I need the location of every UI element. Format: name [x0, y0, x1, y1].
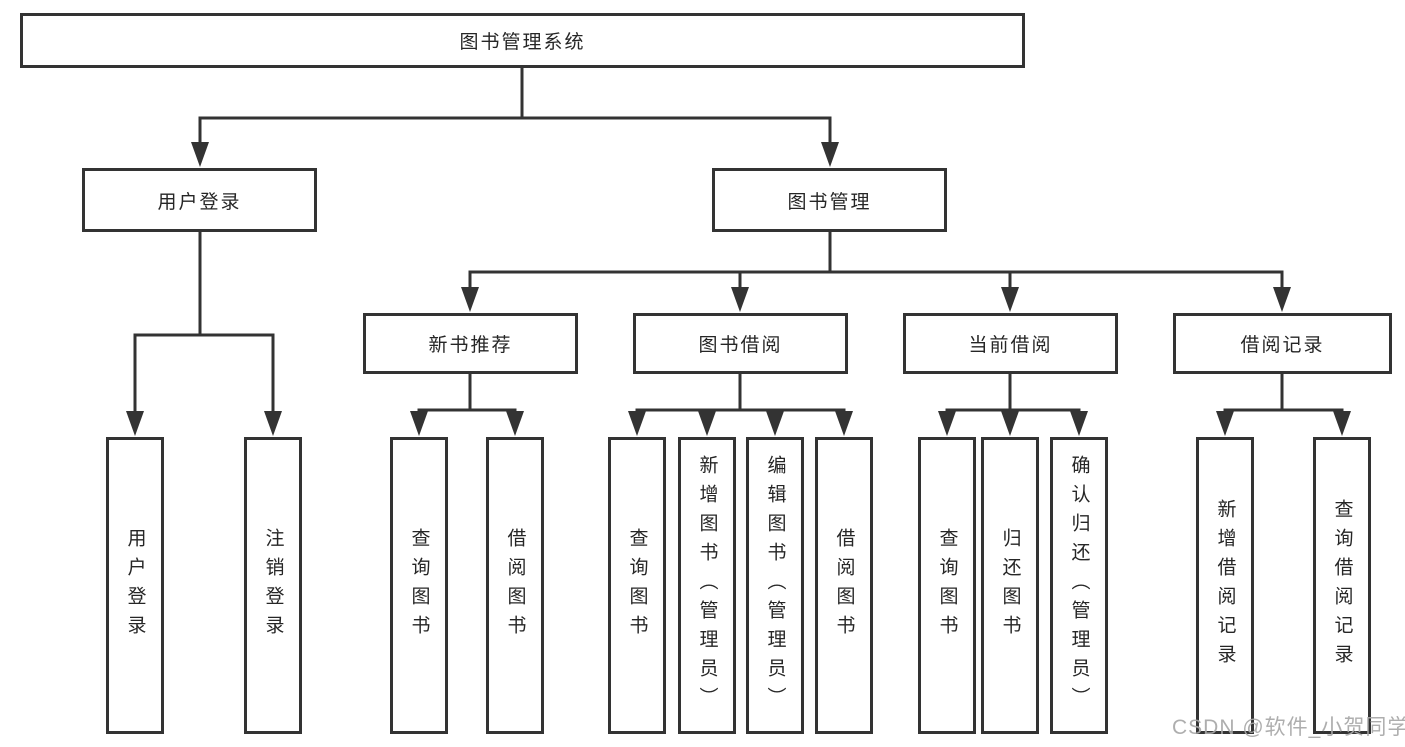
arrowhead-icon: [698, 411, 716, 436]
node-user-login-label: 用户登录: [157, 191, 242, 213]
leaf-user-login-label: 用户登录: [124, 527, 146, 644]
leaf-query-books-recommend: 查询图书: [390, 437, 448, 734]
leaf-borrow-books-recommend-label: 借阅图书: [504, 527, 526, 644]
leaf-query-borrow-record-label: 查询借阅记录: [1331, 498, 1353, 673]
node-root-system-label: 图书管理系统: [459, 32, 586, 53]
leaf-query-books-recommend-label: 查询图书: [408, 527, 430, 644]
arrowhead-icon: [410, 411, 428, 436]
node-book-management-label: 图书管理: [787, 191, 872, 213]
node-book-borrowing: 图书借阅: [633, 313, 848, 374]
node-borrowing-records: 借阅记录: [1173, 313, 1392, 374]
leaf-add-borrow-record: 新增借阅记录: [1196, 437, 1254, 734]
node-current-borrowing-label: 当前借阅: [968, 335, 1053, 356]
leaf-query-books-borrowing: 查询图书: [608, 437, 666, 734]
arrowhead-icon: [938, 411, 956, 436]
node-user-login: 用户登录: [82, 168, 317, 232]
leaf-edit-book-admin-label: 编辑图书（管理员）: [764, 455, 786, 716]
arrowhead-icon: [1273, 287, 1291, 312]
leaf-add-borrow-record-label: 新增借阅记录: [1214, 498, 1236, 673]
arrowhead-icon: [821, 142, 839, 167]
node-current-borrowing: 当前借阅: [903, 313, 1118, 374]
node-new-book-recommend-label: 新书推荐: [428, 335, 513, 356]
leaf-add-book-admin: 新增图书（管理员）: [678, 437, 736, 734]
leaf-confirm-return-admin-label: 确认归还（管理员）: [1068, 455, 1090, 716]
arrowhead-icon: [264, 411, 282, 436]
csdn-watermark: CSDN @软件_小贺同学: [1172, 716, 1405, 739]
leaf-query-books-current-label: 查询图书: [936, 527, 958, 644]
leaf-borrow-books-recommend: 借阅图书: [486, 437, 544, 734]
arrowhead-icon: [191, 142, 209, 167]
node-borrowing-records-label: 借阅记录: [1240, 335, 1325, 356]
arrowhead-icon: [126, 411, 144, 436]
arrowhead-icon: [835, 411, 853, 436]
node-new-book-recommend: 新书推荐: [363, 313, 578, 374]
arrowhead-icon: [1333, 411, 1351, 436]
leaf-query-borrow-record: 查询借阅记录: [1313, 437, 1371, 734]
leaf-borrow-books-borrowing-label: 借阅图书: [833, 527, 855, 644]
leaf-edit-book-admin: 编辑图书（管理员）: [746, 437, 804, 734]
leaf-query-books-borrowing-label: 查询图书: [626, 527, 648, 644]
leaf-logout: 注销登录: [244, 437, 302, 734]
leaf-user-login: 用户登录: [106, 437, 164, 734]
arrowhead-icon: [1070, 411, 1088, 436]
leaf-return-books-label: 归还图书: [999, 527, 1021, 644]
arrowhead-icon: [628, 411, 646, 436]
leaf-logout-label: 注销登录: [262, 527, 284, 644]
leaf-confirm-return-admin: 确认归还（管理员）: [1050, 437, 1108, 734]
arrowhead-icon: [1001, 287, 1019, 312]
arrowhead-icon: [506, 411, 524, 436]
arrowhead-icon: [1216, 411, 1234, 436]
node-book-management: 图书管理: [712, 168, 947, 232]
node-root-system: 图书管理系统: [20, 13, 1025, 68]
leaf-query-books-current: 查询图书: [918, 437, 976, 734]
arrowhead-icon: [461, 287, 479, 312]
node-book-borrowing-label: 图书借阅: [698, 335, 783, 356]
arrowhead-icon: [1001, 411, 1019, 436]
leaf-borrow-books-borrowing: 借阅图书: [815, 437, 873, 734]
leaf-return-books: 归还图书: [981, 437, 1039, 734]
arrowhead-icon: [731, 287, 749, 312]
leaf-add-book-admin-label: 新增图书（管理员）: [696, 455, 718, 716]
arrowhead-icon: [766, 411, 784, 436]
